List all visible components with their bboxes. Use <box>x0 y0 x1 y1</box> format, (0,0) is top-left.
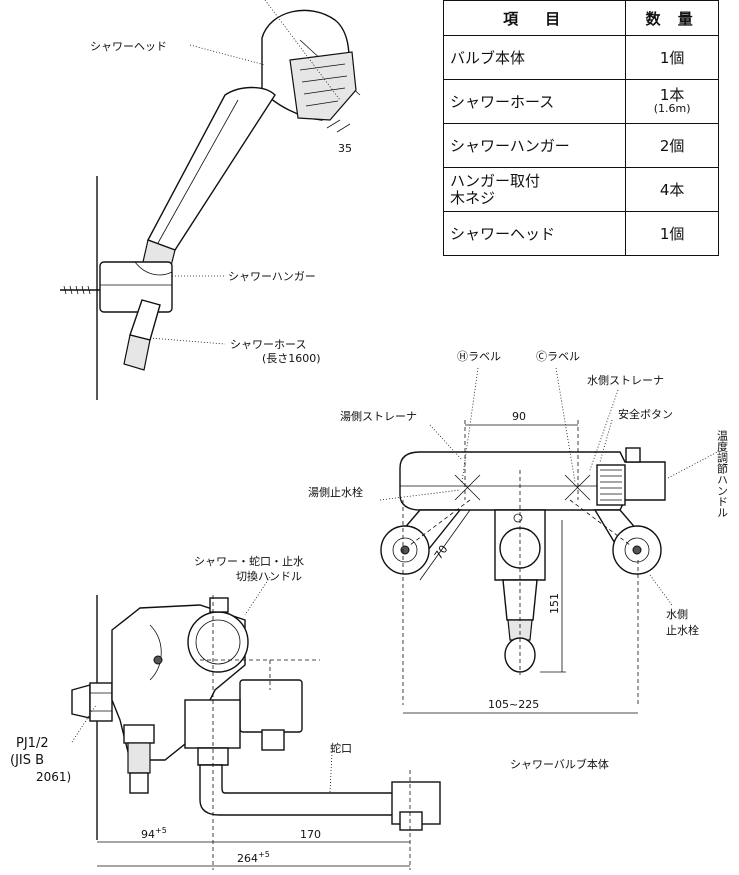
label-hose-length: (長さ1600) <box>262 352 321 365</box>
label-c-label: Ⓒラベル <box>536 350 580 363</box>
label-cold-stop-valve-1: 水側 <box>666 608 688 621</box>
table-row: ハンガー取付 木ネジ 4本 <box>442 167 719 212</box>
label-switch-handle-2: 切換ハンドル <box>236 570 302 583</box>
valve-front-view <box>379 367 726 714</box>
label-cold-strainer: 水側ストレーナ <box>587 374 664 387</box>
label-cold-stop-valve-2: 止水栓 <box>666 623 699 637</box>
label-hot-stop-valve: 湯側止水栓 <box>308 485 363 499</box>
label-switch-handle-1: シャワー・蛇口・止水 <box>194 554 304 568</box>
row-item: シャワーヘッド <box>442 211 627 256</box>
row-item: ハンガー取付 木ネジ <box>442 167 627 212</box>
dim-35: 35 <box>338 142 352 155</box>
table-row: シャワーヘッド 1個 <box>442 211 719 256</box>
table-row: バルブ本体 1個 <box>442 35 719 80</box>
row-qty: 1個 <box>625 211 719 256</box>
label-shower-hanger: シャワーハンガー <box>228 270 316 283</box>
dim-105-225: 105~225 <box>488 698 539 711</box>
row-item-line1: ハンガー取付 <box>450 171 541 190</box>
dim-151: 151 <box>548 593 561 614</box>
dim-170: 170 <box>300 828 321 841</box>
shower-head-assembly <box>60 0 361 400</box>
row-item-line2: 木ネジ <box>450 188 496 207</box>
header-qty: 数 量 <box>625 0 719 36</box>
table-row: シャワーハンガー 2個 <box>442 123 719 168</box>
parts-table: 項 目 数 量 バルブ本体 1個 シャワーホース 1本 (1.6m) シャワーハ… <box>442 0 719 256</box>
dim-90: 90 <box>512 410 526 423</box>
label-spout: 蛇口 <box>330 741 352 755</box>
row-qty-main: 1本 <box>659 85 685 104</box>
label-hot-strainer: 湯側ストレーナ <box>340 410 417 423</box>
label-temp-handle: 温度調節ハンドル <box>716 430 729 518</box>
valve-side-view <box>71 576 441 870</box>
table-header-row: 項 目 数 量 <box>442 0 719 36</box>
dim-94: 94+5 <box>141 826 167 841</box>
row-item: バルブ本体 <box>442 35 627 80</box>
row-qty: 2個 <box>625 123 719 168</box>
row-qty-sub: (1.6m) <box>653 101 691 115</box>
label-jis-2: 2061) <box>36 770 71 784</box>
label-shower-hose: シャワーホース <box>230 338 306 351</box>
label-shower-head: シャワーヘッド <box>90 40 167 53</box>
dim-264: 264+5 <box>237 850 270 865</box>
row-qty: 4本 <box>625 167 719 212</box>
row-item: シャワーホース <box>442 79 627 124</box>
row-item: シャワーハンガー <box>442 123 627 168</box>
label-safety-button: 安全ボタン <box>618 407 673 421</box>
table-row: シャワーホース 1本 (1.6m) <box>442 79 719 124</box>
label-h-label: Ⓗラベル <box>457 350 501 363</box>
label-pj: PJ1/2 <box>16 736 49 751</box>
row-qty: 1個 <box>625 35 719 80</box>
row-qty: 1本 (1.6m) <box>625 79 719 124</box>
label-valve-body: シャワーバルブ本体 <box>510 757 609 771</box>
label-jis-1: (JIS B <box>10 753 44 768</box>
header-item: 項 目 <box>442 0 627 36</box>
